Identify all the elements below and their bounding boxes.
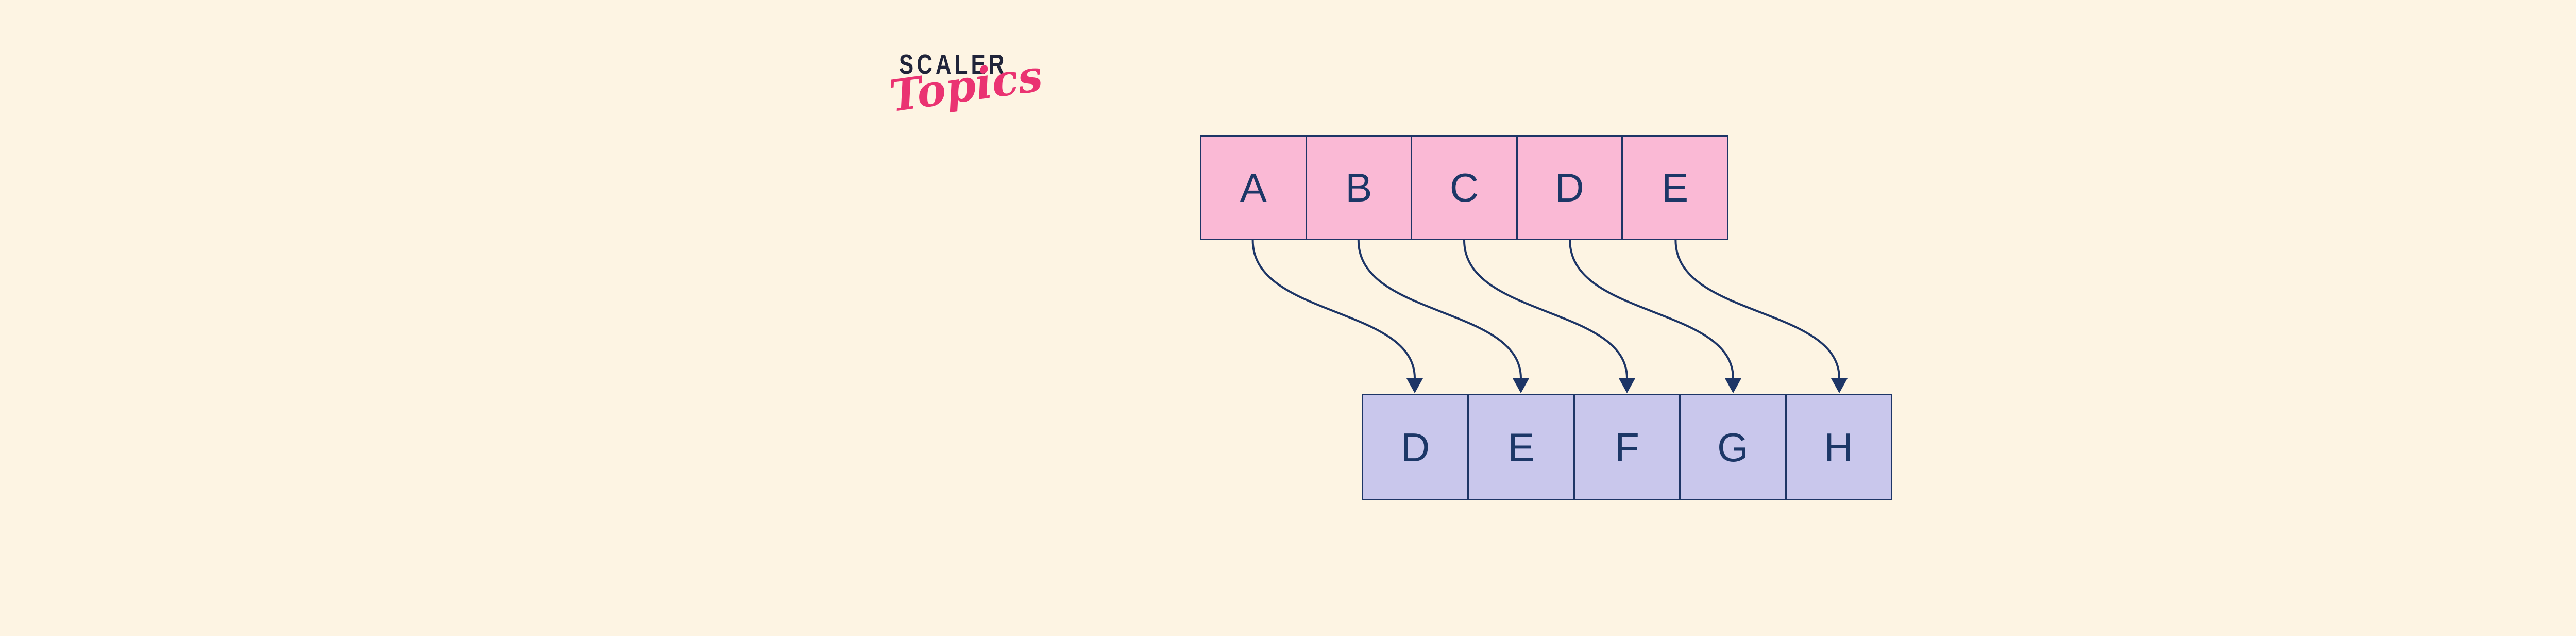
arrowhead-icon <box>1619 378 1635 393</box>
array-cell-E: E <box>1467 395 1573 499</box>
shift-arrow-C-to-F <box>1463 240 1628 379</box>
cell-label: E <box>1662 165 1689 210</box>
array-cell-D: D <box>1516 137 1622 239</box>
original-array-row: A B C D E <box>1200 135 1728 240</box>
arrowhead-icon <box>1831 378 1848 393</box>
arrowhead-icon <box>1513 378 1529 393</box>
shift-arrow-A-to-D <box>1251 240 1416 379</box>
array-cell-G: G <box>1679 395 1785 499</box>
array-cell-E: E <box>1621 137 1727 239</box>
shifted-array-row: D E F G H <box>1362 394 1892 500</box>
cell-label: D <box>1555 165 1584 210</box>
shift-arrow-D-to-G <box>1569 240 1734 379</box>
cell-label: H <box>1824 424 1853 470</box>
shift-arrow-E-to-H <box>1674 240 1840 379</box>
cell-label: E <box>1507 424 1535 470</box>
cell-label: A <box>1240 165 1267 210</box>
array-cell-H: H <box>1785 395 1891 499</box>
array-cell-A: A <box>1201 137 1306 239</box>
cell-label: D <box>1401 424 1430 470</box>
array-cell-C: C <box>1411 137 1516 239</box>
array-cell-F: F <box>1573 395 1680 499</box>
cell-label: G <box>1717 424 1749 470</box>
array-cell-D: D <box>1363 395 1468 499</box>
arrowhead-icon <box>1725 378 1741 393</box>
arrowhead-icon <box>1406 378 1423 393</box>
scaler-topics-logo: SCALER Topics <box>886 49 1045 122</box>
cell-label: F <box>1615 424 1639 470</box>
shift-arrow-B-to-E <box>1357 240 1522 379</box>
array-cell-B: B <box>1305 137 1411 239</box>
cell-label: B <box>1345 165 1372 210</box>
cell-label: C <box>1449 165 1479 210</box>
logo-brand-text: SCALER <box>899 49 1008 80</box>
